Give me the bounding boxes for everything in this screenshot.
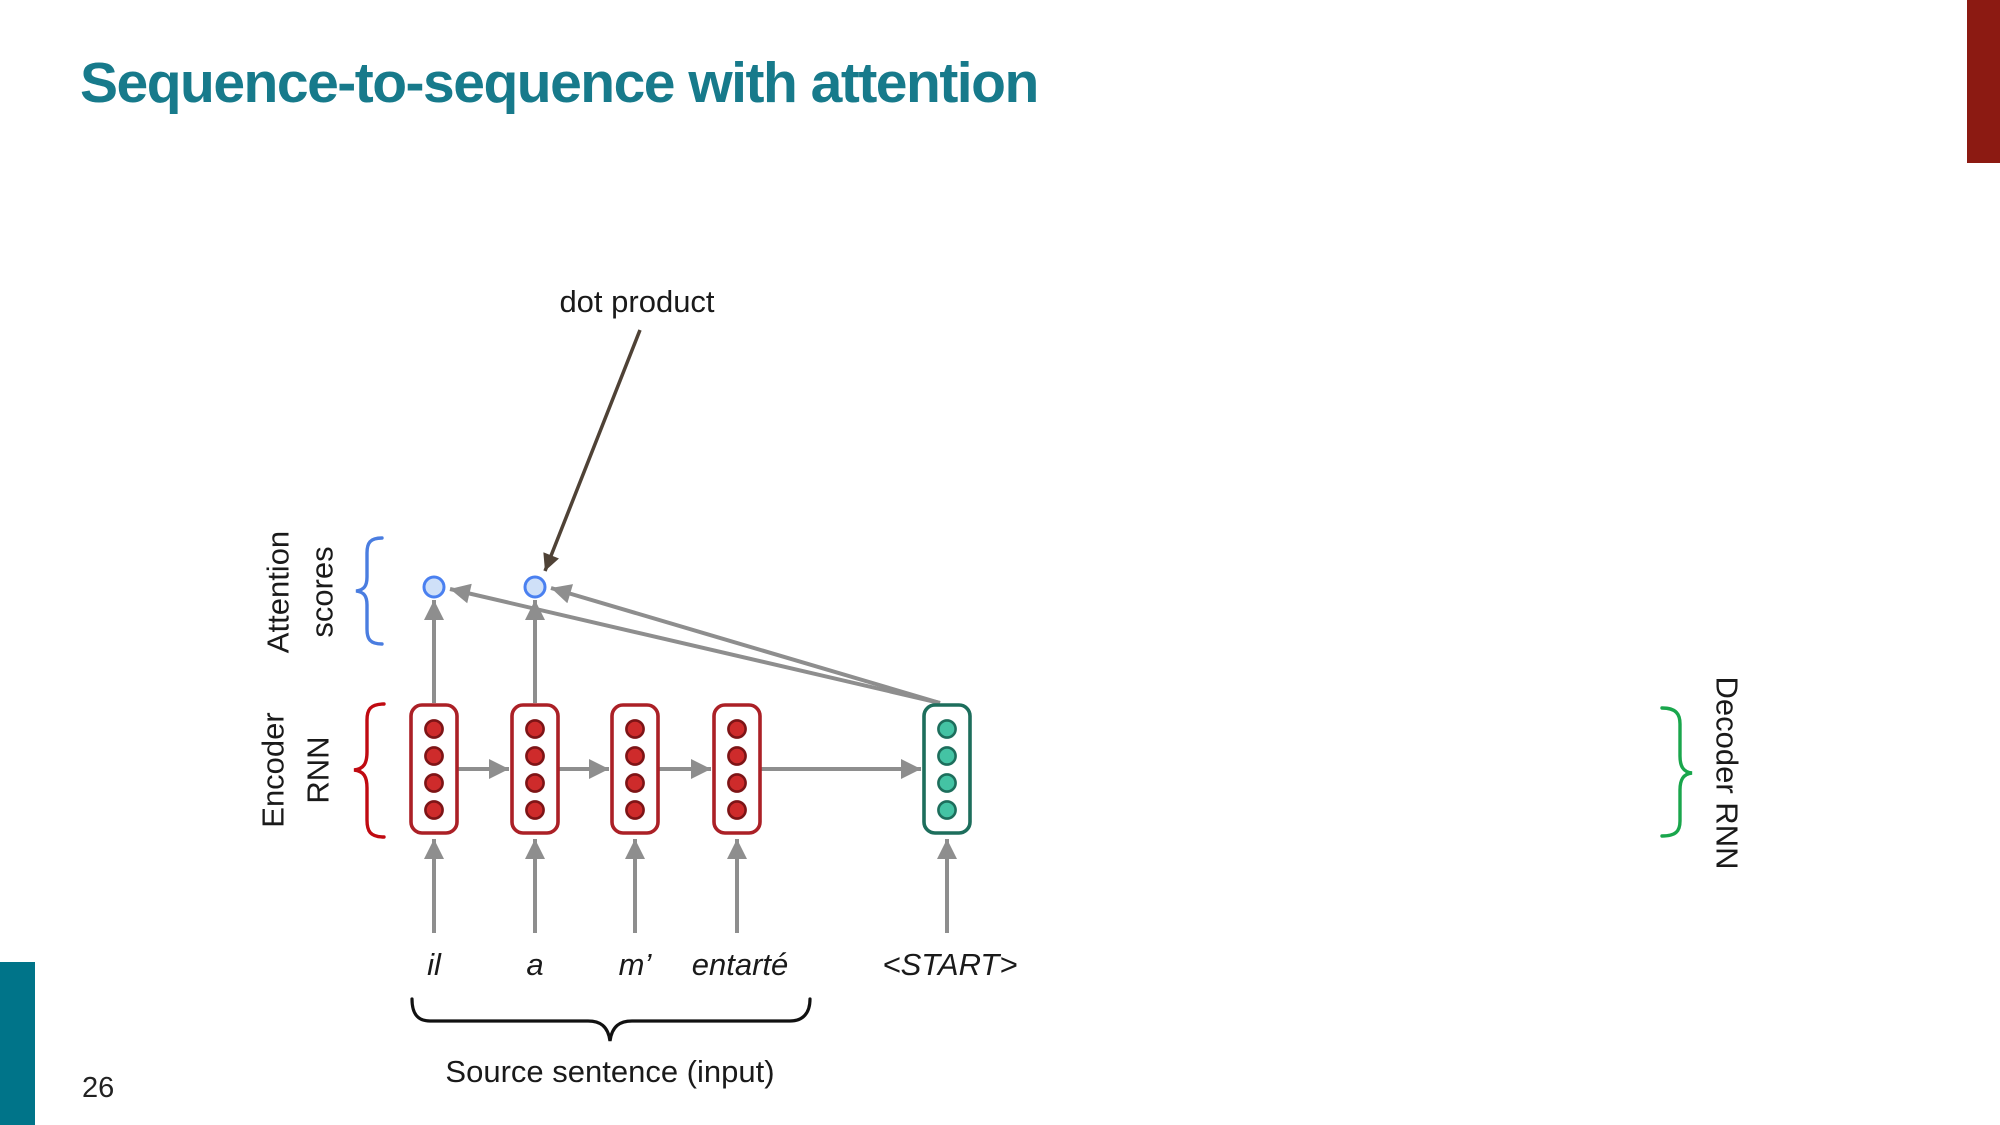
- encoder-rnn-label-line2: RNN: [301, 736, 336, 803]
- dot-product-arrow: [543, 329, 642, 572]
- source-word-entarte: entarté: [692, 947, 789, 982]
- source-word-il: il: [427, 947, 442, 982]
- source-sentence-caption: Source sentence (input): [445, 1054, 774, 1089]
- bottom-left-accent-bar: [0, 962, 35, 1125]
- source-sentence-brace: [410, 997, 812, 1042]
- encoder-state-4: [712, 703, 762, 835]
- encoder-state-2: [510, 703, 560, 835]
- word-input-arrows: [424, 839, 957, 933]
- page-number: 26: [82, 1072, 115, 1104]
- decoder-state: [922, 703, 972, 835]
- encoder-state-3: [610, 703, 660, 835]
- attention-score-dot-1: [422, 575, 446, 599]
- attention-score-arrows: [424, 600, 545, 703]
- encoder-rnn-label-line1: Encoder: [256, 712, 291, 827]
- attention-scores-brace: [355, 536, 384, 646]
- encoder-state-1: [409, 703, 459, 835]
- dot-product-label: dot product: [559, 284, 714, 319]
- source-word-a: a: [526, 947, 543, 982]
- attention-scores-label-line1: Attention: [261, 531, 296, 653]
- attention-score-dot-2: [523, 575, 547, 599]
- encoder-rnn-brace: [353, 702, 386, 839]
- decoder-rnn-label: Decoder RNN: [1710, 677, 1745, 870]
- decoder-rnn-brace: [1660, 706, 1693, 838]
- slide-title: Sequence-to-sequence with attention: [80, 51, 1039, 115]
- source-word-m: m’: [619, 947, 653, 982]
- decoder-to-score-arrows: [449, 583, 941, 705]
- top-right-accent-bar: [1967, 0, 2000, 163]
- attention-scores-label-line2: scores: [305, 546, 340, 637]
- start-token-label: <START>: [883, 947, 1018, 982]
